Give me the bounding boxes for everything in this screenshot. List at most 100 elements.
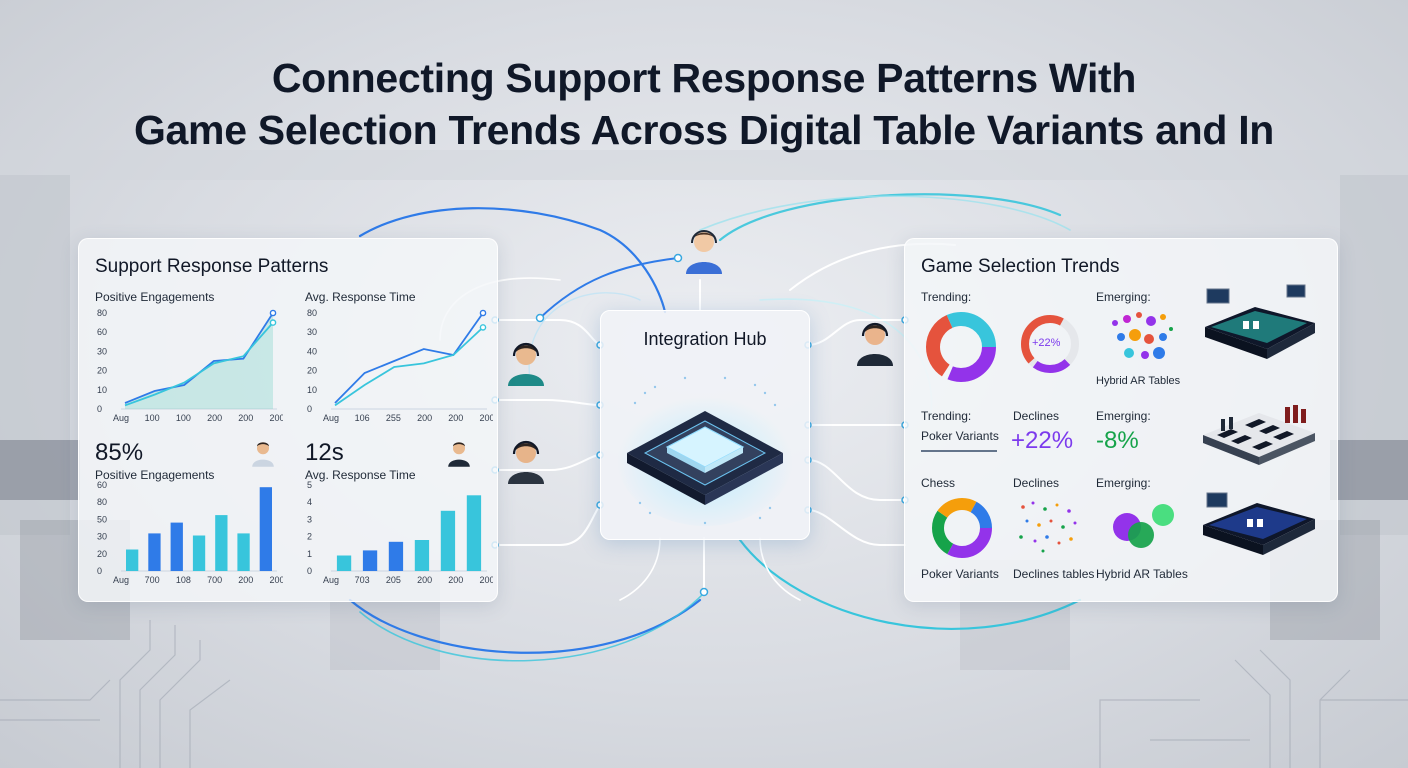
agent-avatar-left-1 bbox=[508, 342, 544, 386]
chart4-x-tick: 200 bbox=[417, 575, 432, 585]
support-panel-title: Support Response Patterns bbox=[95, 256, 329, 277]
chart1-x-tick: 100 bbox=[145, 413, 160, 423]
chart4-x-tick: 205 bbox=[386, 575, 401, 585]
chart2-y-tick: 10 bbox=[307, 385, 317, 395]
row2-trending-label: Trending: bbox=[921, 409, 972, 423]
row2-emerging-label: Emerging: bbox=[1096, 409, 1151, 423]
chart1-y-tick: 60 bbox=[97, 327, 107, 337]
chart1-end-point bbox=[269, 309, 277, 317]
chip-icon bbox=[617, 376, 793, 526]
chart3-y-tick: 60 bbox=[97, 480, 107, 490]
chart4-bar bbox=[466, 495, 482, 571]
poker-table-illustration-2 bbox=[1203, 492, 1315, 555]
chart1-label: Positive Engagements bbox=[95, 290, 215, 304]
chart4-y-tick: 2 bbox=[307, 532, 312, 542]
chart4-bar bbox=[388, 541, 404, 571]
integration-hub: Integration Hub bbox=[600, 310, 810, 540]
row3-chess-label: Chess bbox=[921, 476, 956, 490]
support-response-panel: Support Response Patterns Positive Engag… bbox=[78, 238, 498, 602]
chart2-x-tick: 255 bbox=[386, 413, 401, 423]
chart3-bar bbox=[215, 515, 228, 571]
stat1-label: Positive Engagements bbox=[95, 468, 215, 482]
chart4-bar bbox=[336, 555, 352, 571]
chart4-y-tick: 3 bbox=[307, 514, 312, 524]
chart3-x-tick: 700 bbox=[207, 575, 222, 585]
chart3-y-tick: 20 bbox=[97, 549, 107, 559]
emerging-bubbles-green-purple bbox=[1113, 504, 1174, 548]
row1-emerging-label: Emerging: bbox=[1096, 290, 1151, 304]
chart3-y-tick: 80 bbox=[97, 497, 107, 507]
chart2-x-tick: 200 bbox=[417, 413, 432, 423]
stat2-value: 12s bbox=[305, 439, 344, 466]
chart4-x-tick: 703 bbox=[355, 575, 370, 585]
chart3-y-tick: 0 bbox=[97, 566, 102, 576]
declines-scatter bbox=[1019, 501, 1077, 553]
chart3-y-tick: 30 bbox=[97, 532, 107, 542]
agent-avatar-left-2 bbox=[508, 440, 544, 484]
chart4-bar bbox=[414, 540, 430, 571]
chart4-y-tick: 5 bbox=[307, 480, 312, 490]
chart4-y-tick: 4 bbox=[307, 497, 312, 507]
chess-board-illustration bbox=[1203, 405, 1315, 465]
row3-caption-1: Poker Variants bbox=[921, 567, 999, 581]
chart3-x-tick: 108 bbox=[176, 575, 191, 585]
page-title: Connecting Support Response Patterns Wit… bbox=[0, 52, 1408, 156]
agent-avatar-right bbox=[857, 322, 893, 366]
chart3-y-tick: 50 bbox=[97, 514, 107, 524]
chart1-y-tick: 20 bbox=[97, 366, 107, 376]
chart2-end-point bbox=[479, 309, 487, 317]
chart2-x-tick: 200 bbox=[479, 413, 493, 423]
row3-declines-label: Declines bbox=[1013, 476, 1060, 490]
chart4-x-tick: 200 bbox=[448, 575, 463, 585]
game-selection-panel: Game Selection Trends Trending: Emerging… bbox=[904, 238, 1338, 602]
agent-avatar-small-2 bbox=[448, 442, 470, 467]
chart4-x-tick: 200 bbox=[479, 575, 493, 585]
chart3-x-tick: Aug bbox=[113, 575, 129, 585]
chart1-y-tick: 0 bbox=[97, 404, 102, 414]
donut-growth bbox=[1021, 315, 1079, 373]
chart2-y-tick: 80 bbox=[307, 308, 317, 318]
row1-trending-label: Trending: bbox=[921, 290, 972, 304]
chart2-y-tick: 0 bbox=[307, 404, 312, 414]
chart1-x-tick: Aug bbox=[113, 413, 129, 423]
chart1-end-point bbox=[269, 319, 277, 326]
chart2-series-line-1 bbox=[334, 312, 484, 404]
title-line-1: Connecting Support Response Patterns Wit… bbox=[271, 55, 1137, 101]
chart2-y-tick: 30 bbox=[307, 327, 317, 337]
poker-table-illustration-1 bbox=[1205, 284, 1315, 359]
chart3-x-tick: 200 bbox=[238, 575, 253, 585]
game-panel-title: Game Selection Trends bbox=[921, 256, 1120, 277]
chart2-series-line-2 bbox=[334, 326, 484, 407]
chart2-label: Avg. Response Time bbox=[305, 290, 416, 304]
chart2-end-point bbox=[479, 324, 487, 331]
row2-declines-value: +22% bbox=[1011, 427, 1074, 454]
chart1-x-tick: 200 bbox=[207, 413, 222, 423]
agent-avatar-top bbox=[686, 230, 722, 274]
row2-underline bbox=[921, 450, 997, 452]
chart4-bar bbox=[362, 550, 378, 571]
row3-emerging-label: Emerging: bbox=[1096, 476, 1151, 490]
row2-emerging-value: -8% bbox=[1096, 427, 1139, 454]
hub-title: Integration Hub bbox=[643, 329, 767, 349]
chart1-series-line-2 bbox=[124, 322, 274, 407]
chart1-x-tick: 200 bbox=[238, 413, 253, 423]
chart3-bar bbox=[148, 533, 161, 571]
chart1-x-tick: 200 bbox=[269, 413, 283, 423]
row2-declines-label: Declines bbox=[1013, 409, 1060, 423]
stat2-label: Avg. Response Time bbox=[305, 468, 416, 482]
title-line-2: Game Selection Trends Across Digital Tab… bbox=[133, 107, 1275, 153]
chart1-area-fill bbox=[125, 313, 273, 409]
chart3-x-tick: 700 bbox=[145, 575, 160, 585]
chart1-y-tick: 30 bbox=[97, 346, 107, 356]
chart4-bar bbox=[440, 510, 456, 571]
row3-caption-2: Declines tables bbox=[1013, 567, 1095, 581]
emerging-bubble-cluster bbox=[1112, 312, 1173, 359]
agent-avatar-small-1 bbox=[252, 442, 274, 467]
stat1-value: 85% bbox=[95, 439, 144, 466]
chart3-bar bbox=[170, 522, 183, 571]
donut-growth-text: +22% bbox=[1032, 337, 1061, 349]
chart1-y-tick: 10 bbox=[97, 385, 107, 395]
chart3-bar bbox=[237, 533, 250, 571]
